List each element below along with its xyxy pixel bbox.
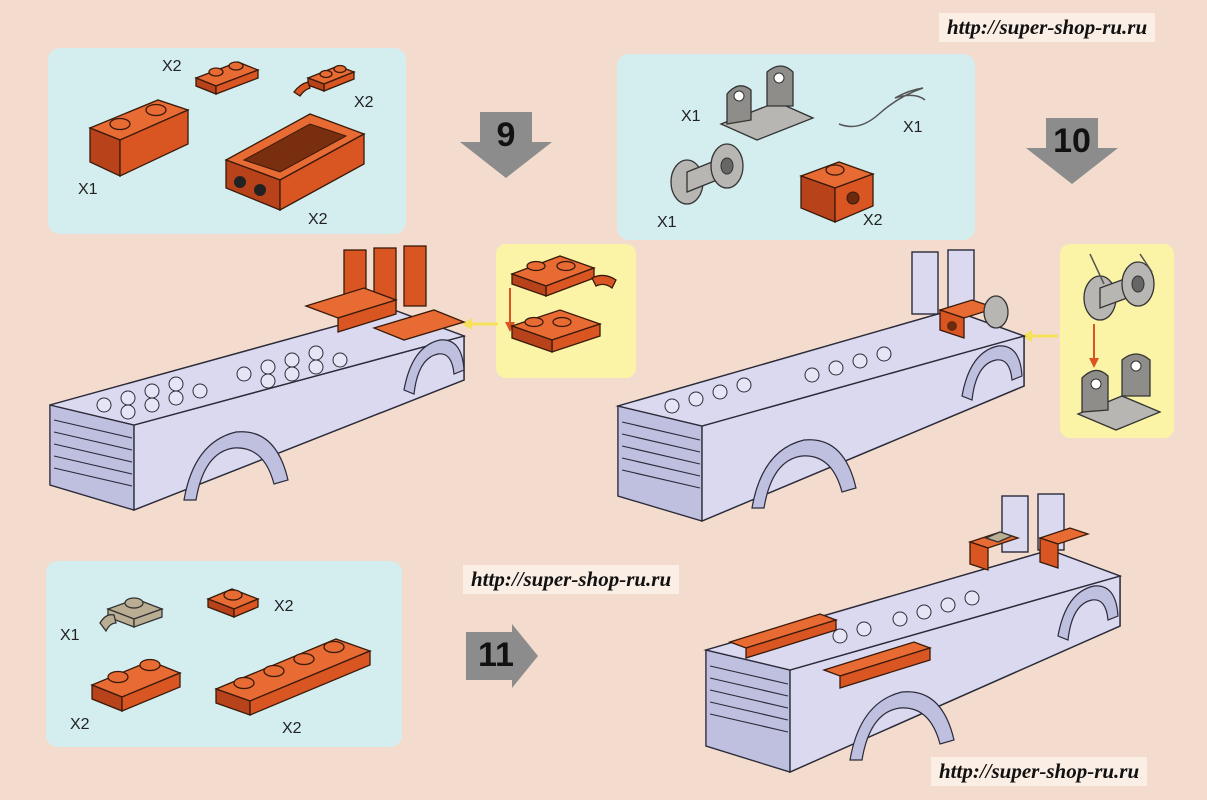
step-10-qty-winch: X1 [657,214,677,231]
step-9-model [49,245,467,512]
orange-clip-plate-part [293,64,356,97]
step-10-qty-bracket: X1 [681,108,701,125]
step-10-number: 10 [1053,122,1091,160]
step-11-parts-illustration [90,588,372,716]
step-10-arrow: 10 [1026,118,1118,184]
step-9-qty-clip: X2 [354,94,374,111]
watermark-url-bottom: http://super-shop-ru.ru [931,757,1148,786]
step-10-detail-panel [1060,244,1174,438]
step-9-detail-illustration [505,255,617,353]
step-10-qty-string: X1 [903,119,923,136]
tan-plate-clip-part [99,597,164,633]
step-10-model [615,249,1027,523]
step-10-pointer-arrow [1022,330,1058,342]
step-11-number: 11 [478,636,514,674]
step-11-qty-plate1x2: X2 [70,716,90,733]
string-part [838,87,926,128]
step-10-detail-illustration [1076,253,1162,431]
step-9-pointer-arrow [462,318,498,330]
orange-plate-1x1-part [206,588,260,618]
step-11-qty-plate1x1: X2 [274,598,294,615]
step-9-detail-panel [496,244,636,378]
step-11-qty-clip: X1 [60,627,80,644]
step-9-qty-frame: X2 [308,211,328,228]
step-9-qty-plate: X2 [162,58,182,75]
watermark-url-middle: http://super-shop-ru.ru [463,565,680,594]
orange-frame-brick-part [224,113,366,212]
step-10-parts-illustration [670,65,926,223]
step-9-number: 9 [496,116,516,154]
watermark-url-top: http://super-shop-ru.ru [939,13,1156,42]
step-9-model-orange-additions [303,245,466,341]
orange-brick-1x2-part [88,99,190,178]
orange-plate-1x2-part [194,61,260,95]
step-9-parts-illustration [88,61,366,212]
step-10-parts-panel: X1 X1 X1 X2 [617,54,975,240]
orange-technic-brick-part [799,161,875,223]
step-9-arrow: 9 [460,112,552,178]
step-10-qty-technic: X2 [863,212,883,229]
step-11-qty-plate1x4: X2 [282,720,302,737]
step-10-model-orange-additions [937,295,1009,339]
step-11-arrow: 11 [466,624,538,688]
step-9-parts-panel: X2 X2 X1 X2 [48,48,406,234]
winch-drum-part [670,143,744,205]
step-11-model [703,493,1123,774]
grey-bracket-part [719,65,815,141]
step-11-parts-panel: X1 X2 X2 X2 [46,561,402,747]
step-9-qty-brick: X1 [78,181,98,198]
step-11-model-orange-additions [727,527,1091,689]
orange-plate-1x4-part [214,638,372,716]
orange-plate-1x2-part [90,658,182,712]
